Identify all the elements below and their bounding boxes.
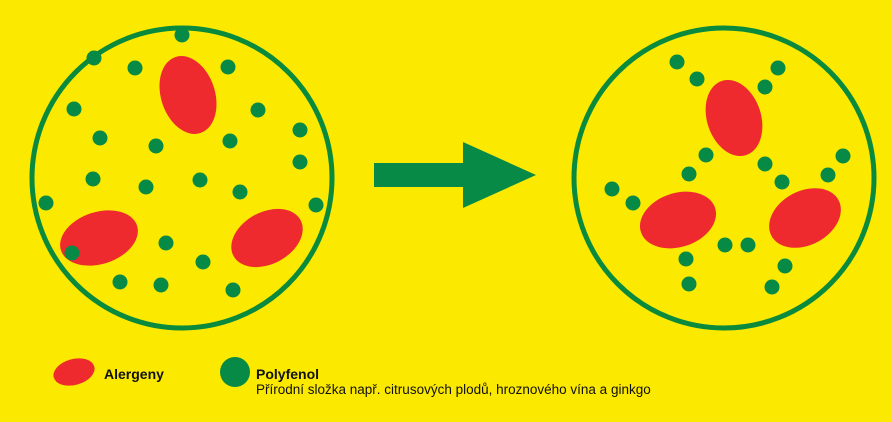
polyphenol-dot — [682, 167, 697, 182]
allergen-ellipse — [221, 197, 313, 279]
polyphenol-dot — [699, 148, 714, 163]
polyphenol-dot — [86, 172, 101, 187]
transition-arrow — [374, 142, 536, 208]
polyphenol-dot — [251, 103, 266, 118]
polyphenol-dot — [670, 55, 685, 70]
polyphenol-dot — [139, 180, 154, 195]
polyphenol-dot — [741, 238, 756, 253]
polyphenol-dot — [775, 175, 790, 190]
before-state — [32, 28, 332, 329]
polyphenol-dot — [193, 173, 208, 188]
allergen-ellipse — [759, 176, 851, 259]
polyphenol-dot — [836, 149, 851, 164]
polyphenol-dot — [149, 139, 164, 154]
polyphenol-dot — [233, 185, 248, 200]
polyphenol-icon — [218, 355, 252, 389]
polyphenol-dot — [758, 80, 773, 95]
polyphenol-dot — [196, 255, 211, 270]
polyphenol-dot — [175, 28, 190, 43]
polyphenol-dot — [765, 280, 780, 295]
polyphenol-dot — [128, 61, 143, 76]
polyphenol-dot — [223, 134, 238, 149]
polyphenol-dot — [821, 168, 836, 183]
polyphenol-dot — [758, 157, 773, 172]
polyphenol-dot — [309, 198, 324, 213]
polyphenol-dot — [605, 182, 620, 197]
polyphenol-dot — [771, 61, 786, 76]
polyphenol-dot — [293, 123, 308, 138]
polyphenol-dot — [690, 72, 705, 87]
after-state — [574, 28, 874, 328]
legend-allergen-label: Alergeny — [104, 366, 164, 382]
polyphenol-dot — [39, 196, 54, 211]
polyphenol-dot — [718, 238, 733, 253]
polyphenol-dot — [65, 246, 80, 261]
polyphenol-dot — [159, 236, 174, 251]
polyphenol-dot — [93, 131, 108, 146]
allergen-icon — [52, 355, 96, 389]
polyphenol-dot — [226, 283, 241, 298]
legend-polyphenol-description: Přírodní složka např. citrusových plodů,… — [256, 382, 676, 398]
allergen-ellipse — [150, 49, 226, 142]
polyphenol-dot — [293, 155, 308, 170]
polyphenol-dot — [682, 277, 697, 292]
before-allergens — [53, 49, 313, 279]
polyphenol-dot — [221, 60, 236, 75]
polyphenol-dot — [154, 278, 169, 293]
after-allergens — [633, 73, 852, 260]
allergen-ellipse — [633, 182, 724, 257]
allergen-ellipse — [53, 201, 145, 275]
polyphenol-dot — [87, 51, 102, 66]
polyphenol-dot — [113, 275, 128, 290]
polyphenol-dot — [778, 259, 793, 274]
polyphenol-dot — [626, 196, 641, 211]
legend-polyphenol-label: Polyfenol — [256, 366, 319, 382]
polyphenol-dot — [67, 102, 82, 117]
polyphenol-dot — [679, 252, 694, 267]
